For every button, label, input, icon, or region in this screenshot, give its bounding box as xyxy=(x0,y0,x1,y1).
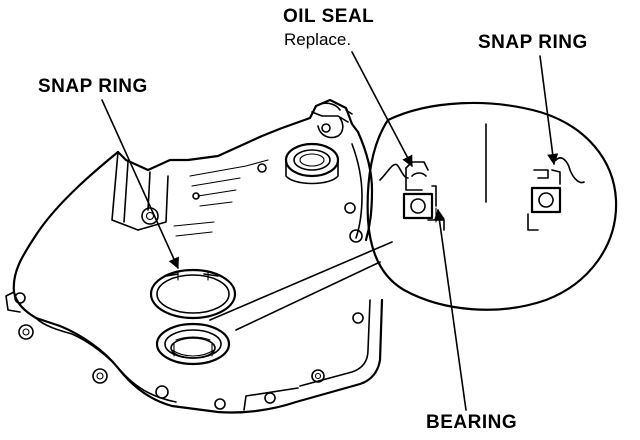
bearing-label: BEARING xyxy=(426,412,518,433)
oil-seal-leader xyxy=(351,51,413,167)
snap-ring-left-leader xyxy=(101,99,179,270)
oil-seal-note: Replace. xyxy=(284,30,352,49)
oil-seal-label: OIL SEAL xyxy=(283,6,375,27)
snap-ring-right-leader xyxy=(539,55,559,166)
bolt-holes xyxy=(14,163,364,410)
oil-seal-boss xyxy=(284,142,340,185)
snap-ring-left-label: SNAP RING xyxy=(38,76,148,97)
snap-ring-part xyxy=(149,268,237,320)
snap-ring-right-label: SNAP RING xyxy=(478,32,588,53)
bearing-bore xyxy=(155,322,231,366)
detail-leader-lines xyxy=(209,241,393,331)
detail-view xyxy=(366,101,618,311)
bearing-leader xyxy=(433,208,467,411)
label-leaders xyxy=(101,51,559,411)
housing-outline xyxy=(5,98,384,414)
